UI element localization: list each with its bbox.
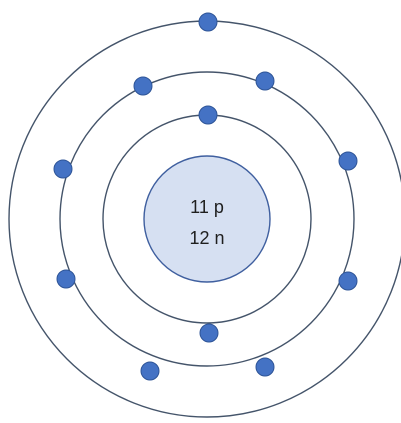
neutrons-label: 12 n: [189, 228, 224, 248]
electron: [140, 361, 160, 381]
electron: [198, 12, 218, 32]
electrons: [53, 12, 358, 381]
nucleus: [143, 155, 271, 283]
electron: [56, 269, 76, 289]
electron: [338, 271, 358, 291]
electron: [198, 105, 218, 125]
orbit-shell-2: [59, 71, 355, 367]
electron: [255, 71, 275, 91]
protons-label: 11 p: [190, 197, 224, 217]
electron: [199, 323, 219, 343]
electron: [53, 159, 73, 179]
electron: [133, 76, 153, 96]
electron: [255, 357, 275, 377]
electron: [338, 151, 358, 171]
